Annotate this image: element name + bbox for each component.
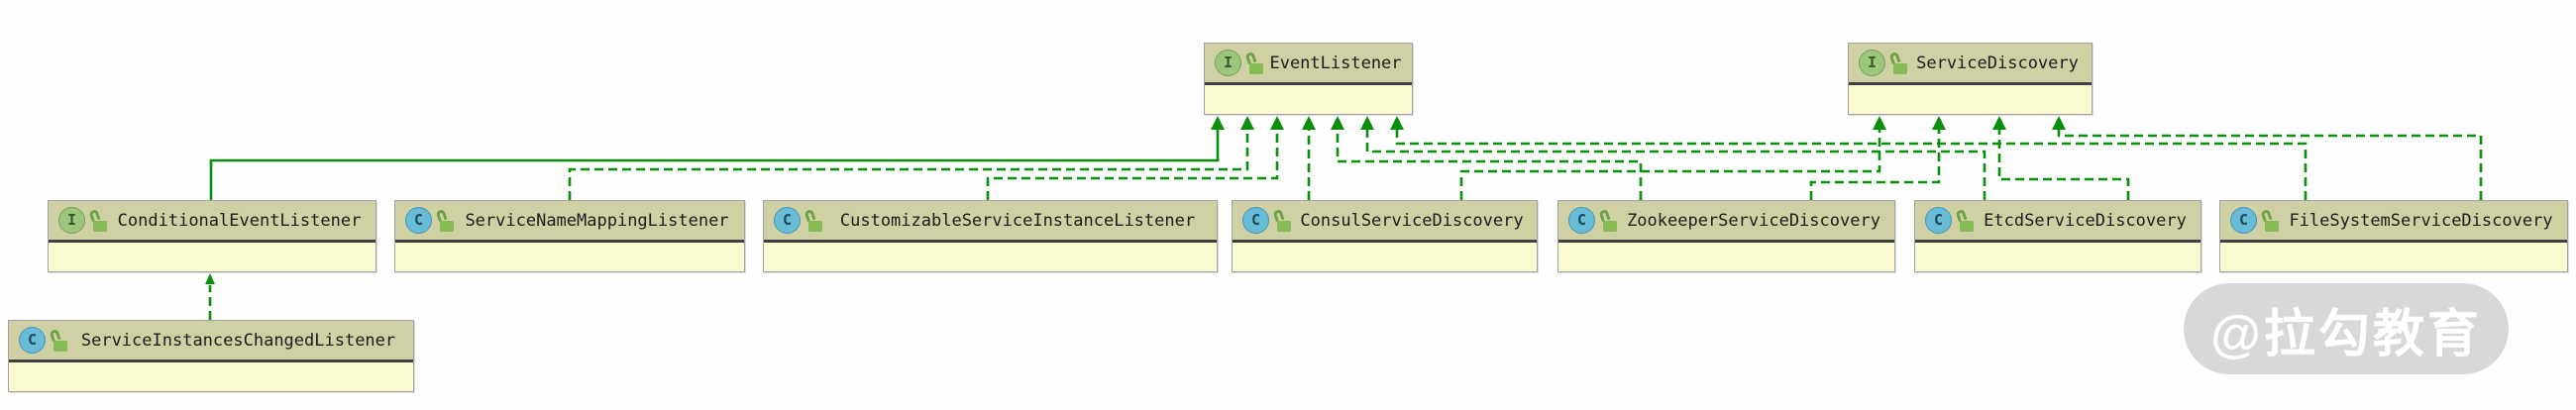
node-header: C EtcdServiceDiscovery [1915, 201, 2200, 243]
icon-letter: I [1223, 53, 1234, 71]
public-unlocked-icon [88, 208, 109, 232]
node-label: ConditionalEventListener [117, 210, 362, 231]
class-icon: C [1925, 207, 1952, 234]
edge-customizableserviceinstancelistener-to-eventlistener [986, 116, 1284, 200]
public-unlocked-icon [1598, 208, 1619, 232]
edge-etcdservicediscovery-to-servicediscovery [1992, 116, 2130, 200]
node-label: FileSystemServiceDiscovery [2289, 210, 2553, 231]
interface-icon: I [1859, 50, 1885, 76]
edge-consulservicediscovery-to-eventlistener [1302, 116, 1316, 200]
node-header: I EventListener [1205, 44, 1412, 85]
class-icon: C [19, 327, 46, 354]
icon-letter: C [1933, 211, 1944, 229]
uml-node-consul-service-discovery[interactable]: C ConsulServiceDiscovery [1232, 200, 1538, 272]
node-members-section [9, 362, 413, 390]
uml-node-service-instances-changed-listener[interactable]: C ServiceInstancesChangedListener [8, 320, 414, 392]
public-unlocked-icon [2260, 208, 2281, 232]
node-members-section [1849, 85, 2092, 113]
edge-zookeeperservicediscovery-to-servicediscovery [1809, 116, 1946, 200]
public-unlocked-icon [1272, 208, 1293, 232]
icon-letter: C [782, 211, 793, 229]
node-header: C FileSystemServiceDiscovery [2220, 201, 2567, 243]
edge-filesystemservicediscovery-to-servicediscovery [2052, 116, 2483, 200]
edge-consulservicediscovery-to-servicediscovery [1459, 116, 1886, 200]
watermark-badge: @拉勾教育 [2184, 283, 2509, 374]
class-icon: C [774, 207, 801, 234]
edge-zookeeperservicediscovery-to-eventlistener [1331, 116, 1643, 200]
class-icon: C [1568, 207, 1595, 234]
uml-node-conditional-event-listener[interactable]: I ConditionalEventListener [48, 200, 376, 272]
node-members-section [49, 243, 376, 270]
icon-letter: C [2238, 211, 2249, 229]
node-header: C ZookeeperServiceDiscovery [1558, 201, 1894, 243]
watermark-text: @拉勾教育 [2210, 305, 2482, 363]
uml-node-customizable-service-instance-listener[interactable]: C CustomizableServiceInstanceListener [763, 200, 1218, 272]
node-header: C CustomizableServiceInstanceListener [764, 201, 1217, 243]
public-unlocked-icon [49, 328, 69, 352]
node-header: C ConsulServiceDiscovery [1233, 201, 1537, 243]
node-members-section [1915, 243, 2200, 270]
node-label: ServiceInstancesChangedListener [80, 330, 396, 351]
uml-node-service-name-mapping-listener[interactable]: C ServiceNameMappingListener [394, 200, 745, 272]
node-label: EtcdServiceDiscovery [1984, 210, 2187, 231]
node-members-section [2220, 243, 2567, 270]
public-unlocked-icon [1955, 208, 1976, 232]
uml-node-service-discovery[interactable]: I ServiceDiscovery [1848, 43, 2093, 115]
uml-node-event-listener[interactable]: I EventListener [1204, 43, 1413, 115]
edge-servicenamemappinglistener-to-eventlistener [568, 116, 1254, 200]
class-icon: C [2230, 207, 2257, 234]
icon-letter: C [413, 211, 424, 229]
node-label: ConsulServiceDiscovery [1300, 210, 1524, 231]
interface-icon: I [1215, 50, 1241, 76]
edge-conditionaleventlistener-to-eventlistener [209, 116, 1225, 200]
node-label: ServiceDiscovery [1916, 52, 2079, 73]
icon-letter: I [66, 211, 77, 229]
node-header: I ServiceDiscovery [1849, 44, 2092, 85]
node-label: ZookeeperServiceDiscovery [1627, 210, 1880, 231]
node-members-section [395, 243, 744, 270]
icon-letter: C [1250, 211, 1261, 229]
node-header: I ConditionalEventListener [49, 201, 376, 243]
icon-letter: C [27, 331, 38, 349]
icon-letter: I [1867, 53, 1878, 71]
public-unlocked-icon [804, 208, 824, 232]
node-header: C ServiceNameMappingListener [395, 201, 744, 243]
node-header: C ServiceInstancesChangedListener [9, 321, 413, 362]
edge-serviceinstanceschangedlistener-to-conditionaleventlistener [205, 273, 215, 320]
node-label: ServiceNameMappingListener [465, 210, 729, 231]
node-members-section [1205, 85, 1412, 113]
interface-icon: I [58, 207, 85, 234]
uml-node-file-system-service-discovery[interactable]: C FileSystemServiceDiscovery [2219, 200, 2568, 272]
uml-node-etcd-service-discovery[interactable]: C EtcdServiceDiscovery [1914, 200, 2201, 272]
node-members-section [1558, 243, 1894, 270]
public-unlocked-icon [435, 208, 456, 232]
node-members-section [764, 243, 1217, 270]
edge-etcdservicediscovery-to-eventlistener [1360, 116, 1986, 200]
public-unlocked-icon [1888, 51, 1909, 74]
class-icon: C [1242, 207, 1269, 234]
node-members-section [1233, 243, 1537, 270]
edge-filesystemservicediscovery-to-eventlistener [1390, 116, 2308, 200]
icon-letter: C [1576, 211, 1587, 229]
uml-node-zookeeper-service-discovery[interactable]: C ZookeeperServiceDiscovery [1557, 200, 1895, 272]
node-label: CustomizableServiceInstanceListener [839, 210, 1196, 231]
node-label: EventListener [1269, 52, 1402, 73]
class-icon: C [405, 207, 432, 234]
public-unlocked-icon [1244, 51, 1265, 74]
